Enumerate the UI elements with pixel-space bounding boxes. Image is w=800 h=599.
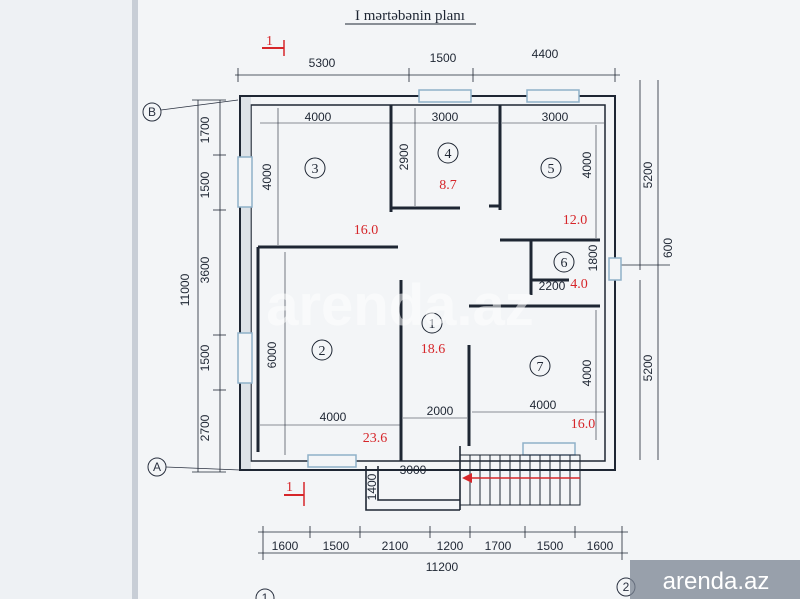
bottom-dim-total: 11200: [426, 560, 459, 574]
dim-room6-height: 1800: [586, 244, 600, 271]
wall-fill-left: [241, 97, 251, 469]
left-dim-2: 1500: [198, 171, 212, 198]
bottom-dim-3: 2100: [382, 539, 409, 553]
room-number-3: 3: [304, 157, 326, 179]
room-6-area: 4.0: [570, 277, 588, 292]
room-number-5: 5: [540, 157, 562, 179]
svg-text:2: 2: [319, 344, 326, 359]
room-3-area: 16.0: [354, 223, 379, 238]
bottom-dim-2: 1500: [323, 539, 350, 553]
room-5-area: 12.0: [563, 213, 588, 228]
room-number-6: 6: [553, 251, 575, 273]
axis-marker-1: 1: [255, 588, 275, 599]
svg-text:2: 2: [623, 580, 630, 594]
binder-edge: [132, 0, 138, 599]
interior-dimension-lines: [260, 108, 604, 455]
room-number-4: 4: [437, 142, 459, 164]
stair-arrow-head: [462, 473, 472, 483]
room-number-2: 2: [311, 339, 333, 361]
left-dim-3: 3600: [198, 256, 212, 283]
dim-room7-height: 4000: [580, 359, 594, 386]
stairs: [459, 454, 581, 506]
interior-walls: [256, 105, 600, 461]
svg-text:1: 1: [266, 34, 273, 49]
bottom-dim-7: 1600: [587, 539, 614, 553]
watermark-center: arenda.az: [266, 273, 534, 338]
bottom-dim-5: 1700: [485, 539, 512, 553]
top-dim-3: 4400: [532, 47, 559, 61]
svg-text:1: 1: [286, 480, 293, 495]
svg-text:4: 4: [445, 147, 452, 162]
room-4-area: 8.7: [439, 178, 457, 193]
left-dim-5: 2700: [198, 414, 212, 441]
svg-text:1: 1: [262, 591, 269, 599]
dim-porch-width: 3000: [400, 463, 427, 477]
room-1-area: 18.6: [421, 342, 446, 357]
top-dimension-line: [235, 68, 620, 82]
left-page: [0, 0, 140, 599]
dim-room4-height: 2900: [397, 143, 411, 170]
right-dim-1: 5200: [641, 161, 655, 188]
room-number-7: 7: [529, 355, 551, 377]
bottom-dim-6: 1500: [537, 539, 564, 553]
left-dim-1: 1700: [198, 116, 212, 143]
top-dim-2: 1500: [430, 51, 457, 65]
watermark-corner: arenda.az: [663, 568, 770, 595]
bottom-dim-4: 1200: [437, 539, 464, 553]
dim-room2-width: 4000: [320, 410, 347, 424]
dim-room4-width: 3000: [432, 110, 459, 124]
dim-room6-width: 2200: [539, 279, 566, 293]
right-dimension-lines: [620, 80, 670, 460]
dim-room7-width: 4000: [530, 398, 557, 412]
dim-room5-width: 3000: [542, 110, 569, 124]
left-dim-4: 1500: [198, 344, 212, 371]
svg-text:B: B: [148, 105, 156, 119]
svg-text:3: 3: [312, 162, 319, 177]
left-dim-total: 11000: [178, 273, 192, 306]
windows: [237, 89, 622, 468]
axis-marker-b: B: [142, 99, 239, 122]
dim-room1-width: 2000: [427, 404, 454, 418]
svg-text:A: A: [153, 460, 161, 474]
axis-marker-a: A: [147, 457, 241, 477]
svg-text:7: 7: [537, 360, 544, 375]
room-number-1: 1: [421, 312, 443, 334]
left-dimension-lines: [192, 99, 226, 473]
dim-room5-height: 4000: [580, 151, 594, 178]
plan-title: I mərtəbənin planı: [355, 8, 465, 24]
dim-room3-width: 4000: [305, 110, 332, 124]
top-dim-1: 5300: [309, 56, 336, 70]
svg-text:6: 6: [561, 256, 568, 271]
section-mark-top: 1: [262, 34, 285, 56]
corner-watermark-bg: [630, 560, 800, 599]
dim-room3-height: 4000: [260, 163, 274, 190]
right-dim-3: 5200: [641, 354, 655, 381]
svg-text:1: 1: [429, 317, 436, 332]
bottom-dimension-lines: [258, 526, 628, 560]
dim-porch-height: 1400: [365, 473, 379, 500]
room-7-area: 16.0: [571, 417, 596, 432]
room-2-area: 23.6: [363, 431, 388, 446]
svg-text:5: 5: [548, 162, 555, 177]
right-dim-2: 600: [661, 238, 675, 258]
section-mark-bottom: 1: [284, 480, 305, 506]
bottom-dim-1: 1600: [272, 539, 299, 553]
dim-room2-height: 6000: [265, 341, 279, 368]
